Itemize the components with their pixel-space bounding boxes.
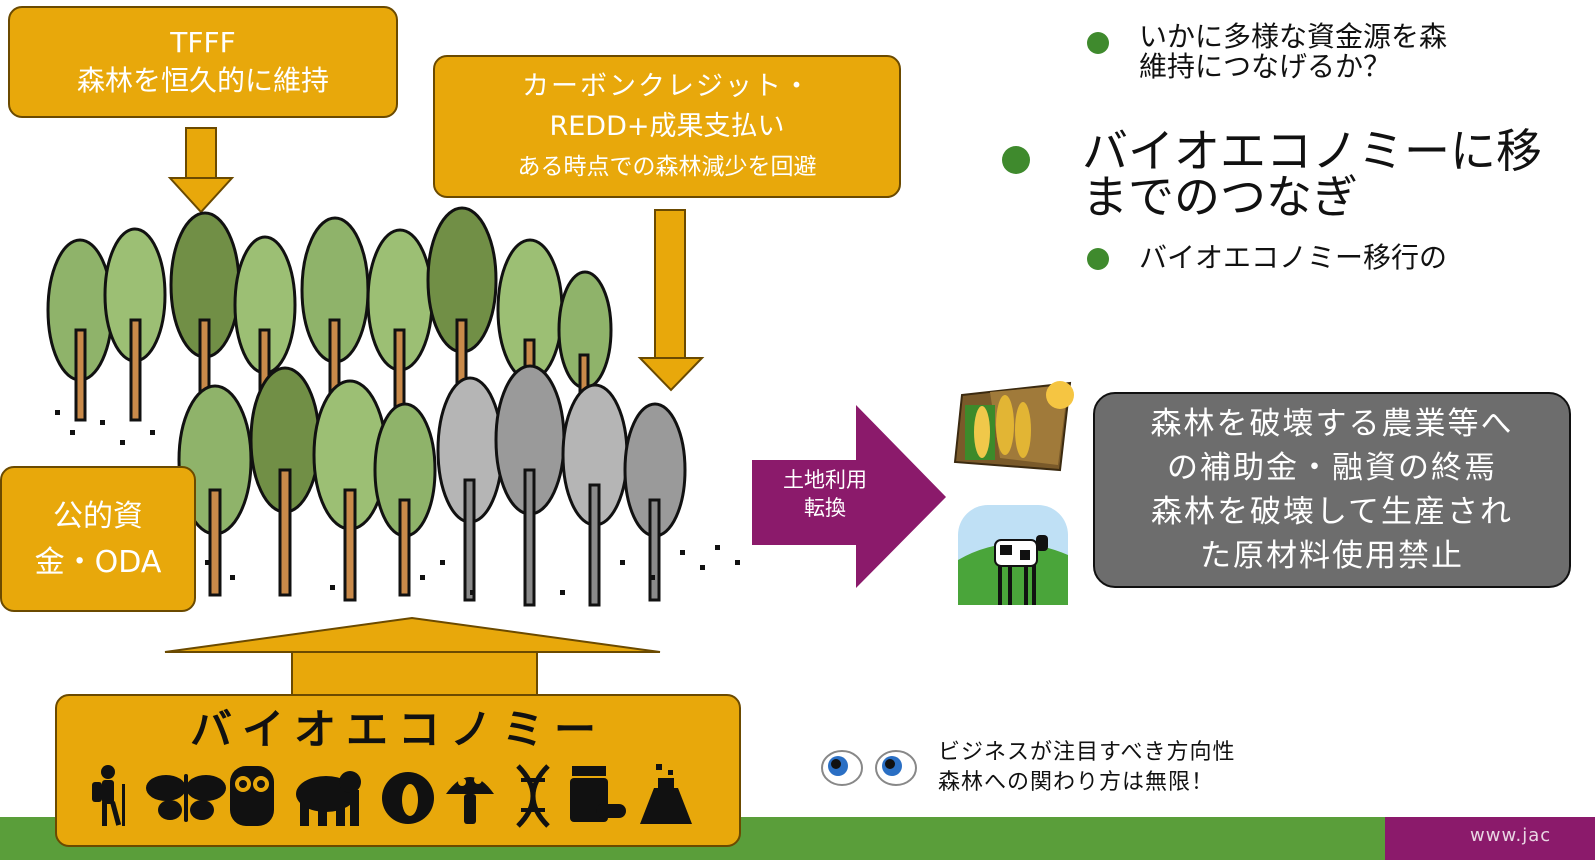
bullet-2-line2: までのつなぎ (1082, 170, 1358, 224)
bullet-3: バイオエコノミー移行の (1087, 240, 1447, 276)
bullet-1-line1: いかに多様な資金源を森 (1139, 20, 1448, 53)
owl-icon (230, 766, 274, 826)
business-note: ビジネスが注目すべき方向性 森林への関わり方は無限！ (938, 738, 1235, 798)
dna-icon (516, 764, 550, 828)
mushroom-icon (446, 776, 494, 824)
up-arrow-bioeconomy (164, 616, 661, 696)
bioeconomy-title: バイオエコノミー (189, 705, 606, 754)
tree-gray-2 (494, 364, 566, 607)
down-arrow-carbon (637, 209, 705, 392)
footer-url-box (1385, 817, 1595, 860)
land-use-arrow (752, 405, 946, 588)
tree-gray-3 (561, 383, 629, 607)
bullet-dot-icon (1002, 146, 1030, 174)
bioeconomy-box: バイオエコノミー (55, 694, 741, 847)
carbon-line2: REDD+成果支払い (549, 111, 785, 142)
carbon-line1: カーボンクレジット・ (522, 71, 812, 102)
land-use-label: 土地利用 転換 (760, 466, 890, 522)
butterfly-icon (146, 774, 226, 822)
hiker-icon (92, 765, 125, 826)
tfff-box: TFFF 森林を恒久的に維持 (8, 6, 398, 118)
bullet-2-line1: バイオエコノミーに移 (1082, 124, 1542, 178)
bullet-1-line2: 維持につなげるか？ (1139, 50, 1392, 83)
bullet-dot-icon (1087, 32, 1109, 54)
forest-illustration (46, 206, 740, 607)
note-line1: ビジネスが注目すべき方向性 (938, 740, 1236, 765)
cow-pasture-icon (958, 505, 1068, 605)
tfff-subtitle: 森林を恒久的に維持 (76, 64, 329, 97)
medicine-icon (570, 766, 626, 822)
bullet-2: バイオエコノミーに移 までのつなぎ (1002, 128, 1542, 220)
bullet-1-text: いかに多様な資金源を森 維持につなげるか？ (1139, 22, 1447, 82)
public-funds-box: 公的資 金・ODA (0, 466, 196, 612)
bullet-dot-icon (1087, 248, 1109, 270)
land-use-label-line1: 土地利用 (783, 468, 867, 492)
policy-line1: 森林を破壊する農業等へ (1150, 406, 1514, 442)
policy-line3: 森林を破壊して生産され (1150, 494, 1514, 530)
flask-icon (640, 764, 692, 824)
public-funds-line1: 公的資 (53, 499, 143, 534)
public-funds-line2: 金・ODA (34, 545, 162, 580)
carbon-credit-box: カーボンクレジット・ REDD+成果支払い ある時点での森林減少を回避 (433, 55, 901, 198)
tree-green-1 (46, 238, 114, 422)
bullet-2-text: バイオエコノミーに移 までのつなぎ (1082, 128, 1542, 220)
policy-box: 森林を破壊する農業等へ の補助金・融資の終焉 森林を破壊して生産され た原材料使… (1093, 392, 1571, 588)
durian-icon (382, 772, 434, 824)
tree-green-6 (366, 228, 434, 442)
eyes-icon (821, 750, 917, 786)
bioeconomy-icons (92, 764, 692, 828)
note-line2: 森林への関わり方は無限！ (938, 770, 1215, 795)
tree-gray-4 (623, 402, 687, 602)
tree-front-4 (373, 402, 437, 597)
tree-green-2 (103, 227, 167, 422)
carbon-line3: ある時点での森林減少を回避 (517, 154, 817, 180)
tree-front-2 (249, 366, 321, 597)
policy-line2: の補助金・融資の終焉 (1167, 450, 1497, 486)
crops-icon (953, 381, 1074, 472)
footer-url: www.jac (1470, 825, 1552, 846)
policy-line4: た原材料使用禁止 (1200, 538, 1464, 574)
ground-specks (55, 410, 740, 595)
tfff-title: TFFF (170, 26, 236, 59)
down-arrow-tfff (167, 127, 235, 214)
land-use-label-line2: 転換 (804, 496, 846, 520)
bullet-3-text: バイオエコノミー移行の (1139, 241, 1448, 274)
gorilla-icon (296, 771, 361, 826)
tree-gray-1 (436, 376, 504, 602)
bullet-1: いかに多様な資金源を森 維持につなげるか？ (1087, 22, 1447, 82)
